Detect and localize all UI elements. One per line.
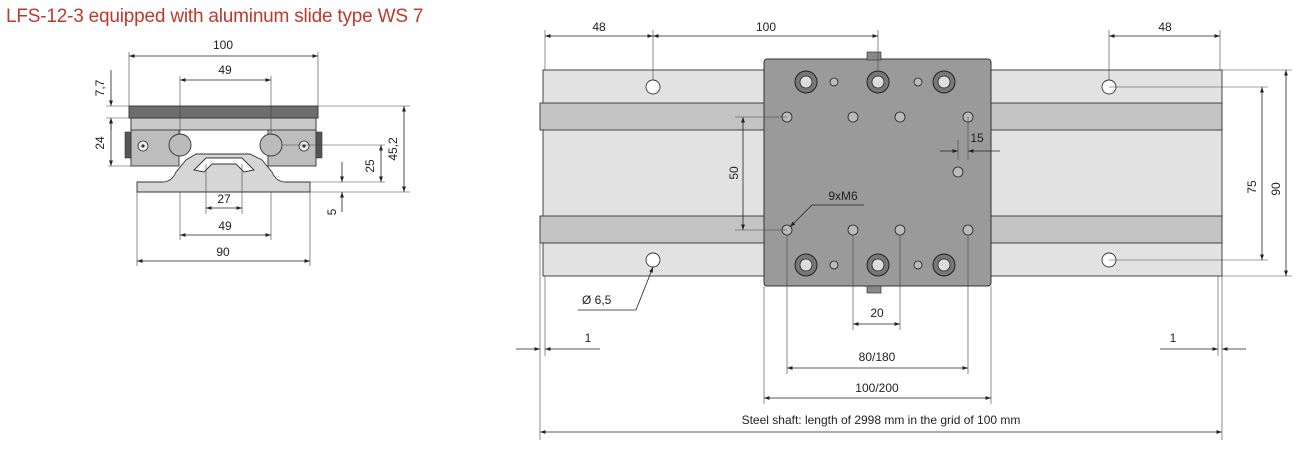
dim-total-h: 45,2 [386,137,400,161]
rail-hole-icon [645,252,661,268]
plan-view: 48 100 48 15 50 9xM6 75 90 Ø 6,5 [516,20,1292,440]
cross-section-view: 100 49 7,7 24 45,2 25 5 27 [93,38,410,266]
dim-90: 90 [1269,182,1283,196]
roller-screws [794,70,956,277]
rail-hole-icon [645,79,661,95]
dim-carriage-h: 24 [93,136,107,150]
shaft-left-icon [168,133,192,157]
dim-80-180: 80/180 [859,350,896,364]
shaft-length-note: Steel shaft: length of 2998 mm in the gr… [742,413,1021,427]
dim-base-w: 90 [216,245,230,259]
dim-inner-bottom: 49 [218,219,232,233]
profile-slot [193,157,255,173]
dim-15: 15 [970,131,984,145]
dim-right-48: 48 [1158,20,1172,34]
dim-20: 20 [870,306,884,320]
dim-hole-dia: Ø 6,5 [582,293,612,307]
rail-profile [136,153,311,193]
dim-center-100: 100 [756,20,776,34]
top-plate [128,105,319,119]
dim-m6: 9xM6 [828,189,858,203]
slide-holes [781,77,974,270]
carriage-bridge [130,117,317,131]
dim-shaft-h: 25 [363,159,377,173]
dim-slot-w: 27 [217,192,231,206]
dim-left-1: 1 [585,331,592,345]
shaft-right-icon [259,133,283,157]
dim-50: 50 [727,166,741,180]
dim-width-top: 100 [213,38,233,52]
dim-plate-h: 7,7 [93,79,107,96]
dim-75: 75 [1245,180,1259,194]
dim-foot-h: 5 [325,208,339,215]
dim-inner-top: 49 [218,63,232,77]
dim-right-1: 1 [1170,331,1177,345]
dim-left-48: 48 [592,20,606,34]
figure-title: LFS-12-3 equipped with aluminum slide ty… [6,6,424,27]
dim-100-200: 100/200 [855,381,899,395]
